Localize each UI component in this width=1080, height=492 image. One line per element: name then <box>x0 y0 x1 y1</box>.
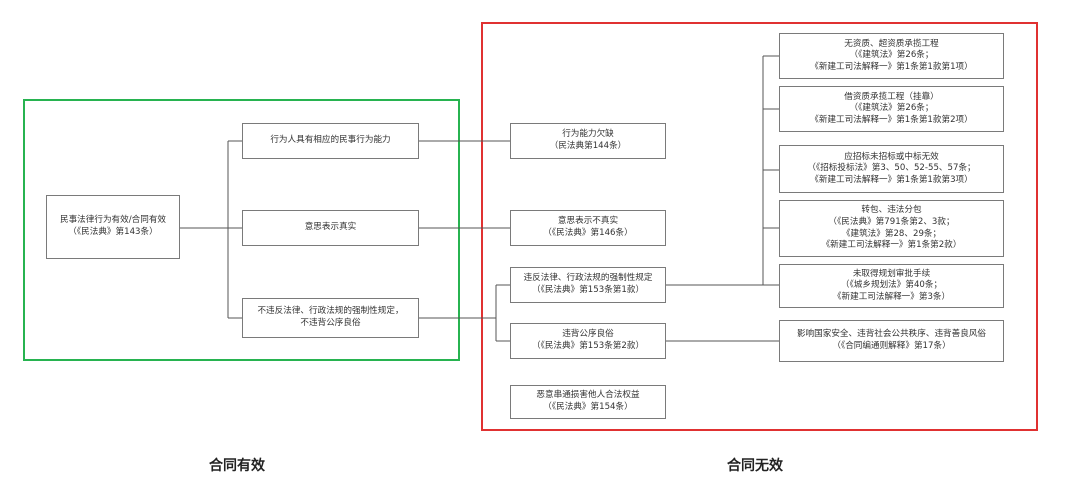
detail-no-qualification: 无资质、超资质承揽工程 （《建筑法》第26条； 《新建工司法解释一》第1条第1款… <box>779 33 1004 79</box>
valid-contract-frame <box>23 99 460 361</box>
condition-true-intent: 意思表示真实 <box>242 210 419 246</box>
ground-malicious-collusion: 恶意串通损害他人合法权益 （《民法典》第154条） <box>510 385 666 419</box>
caption-contract-invalid: 合同无效 <box>727 458 783 474</box>
detail-public-order: 影响国家安全、违背社会公共秩序、违背善良风俗 （《合同编通则解释》第17条） <box>779 320 1004 362</box>
ground-mandatory-violation: 违反法律、行政法规的强制性规定 （《民法典》第153条第1款） <box>510 267 666 303</box>
detail-borrowed-qualification: 借资质承揽工程（挂靠） （《建筑法》第26条； 《新建工司法解释一》第1条第1款… <box>779 86 1004 132</box>
invalid-contract-frame <box>481 22 1038 431</box>
condition-capacity: 行为人具有相应的民事行为能力 <box>242 123 419 159</box>
caption-contract-valid: 合同有效 <box>209 458 265 474</box>
root-node-contract-valid: 民事法律行为有效/合同有效 （《民法典》第143条） <box>46 195 180 259</box>
ground-lack-of-capacity: 行为能力欠缺 （民法典第144条） <box>510 123 666 159</box>
ground-public-order-violation: 违背公序良俗 （《民法典》第153条第2款） <box>510 323 666 359</box>
detail-bidding-required: 应招标未招标或中标无效 （《招标投标法》第3、50、52-55、57条； 《新建… <box>779 145 1004 193</box>
ground-untrue-intent: 意思表示不真实 （《民法典》第146条） <box>510 210 666 246</box>
condition-legality: 不违反法律、行政法规的强制性规定， 不违背公序良俗 <box>242 298 419 338</box>
detail-no-planning-approval: 未取得规划审批手续 （《城乡规划法》第40条； 《新建工司法解释一》第3条） <box>779 264 1004 308</box>
detail-subcontracting: 转包、违法分包 （《民法典》第791条第2、3款； 《建筑法》第28、29条； … <box>779 200 1004 257</box>
